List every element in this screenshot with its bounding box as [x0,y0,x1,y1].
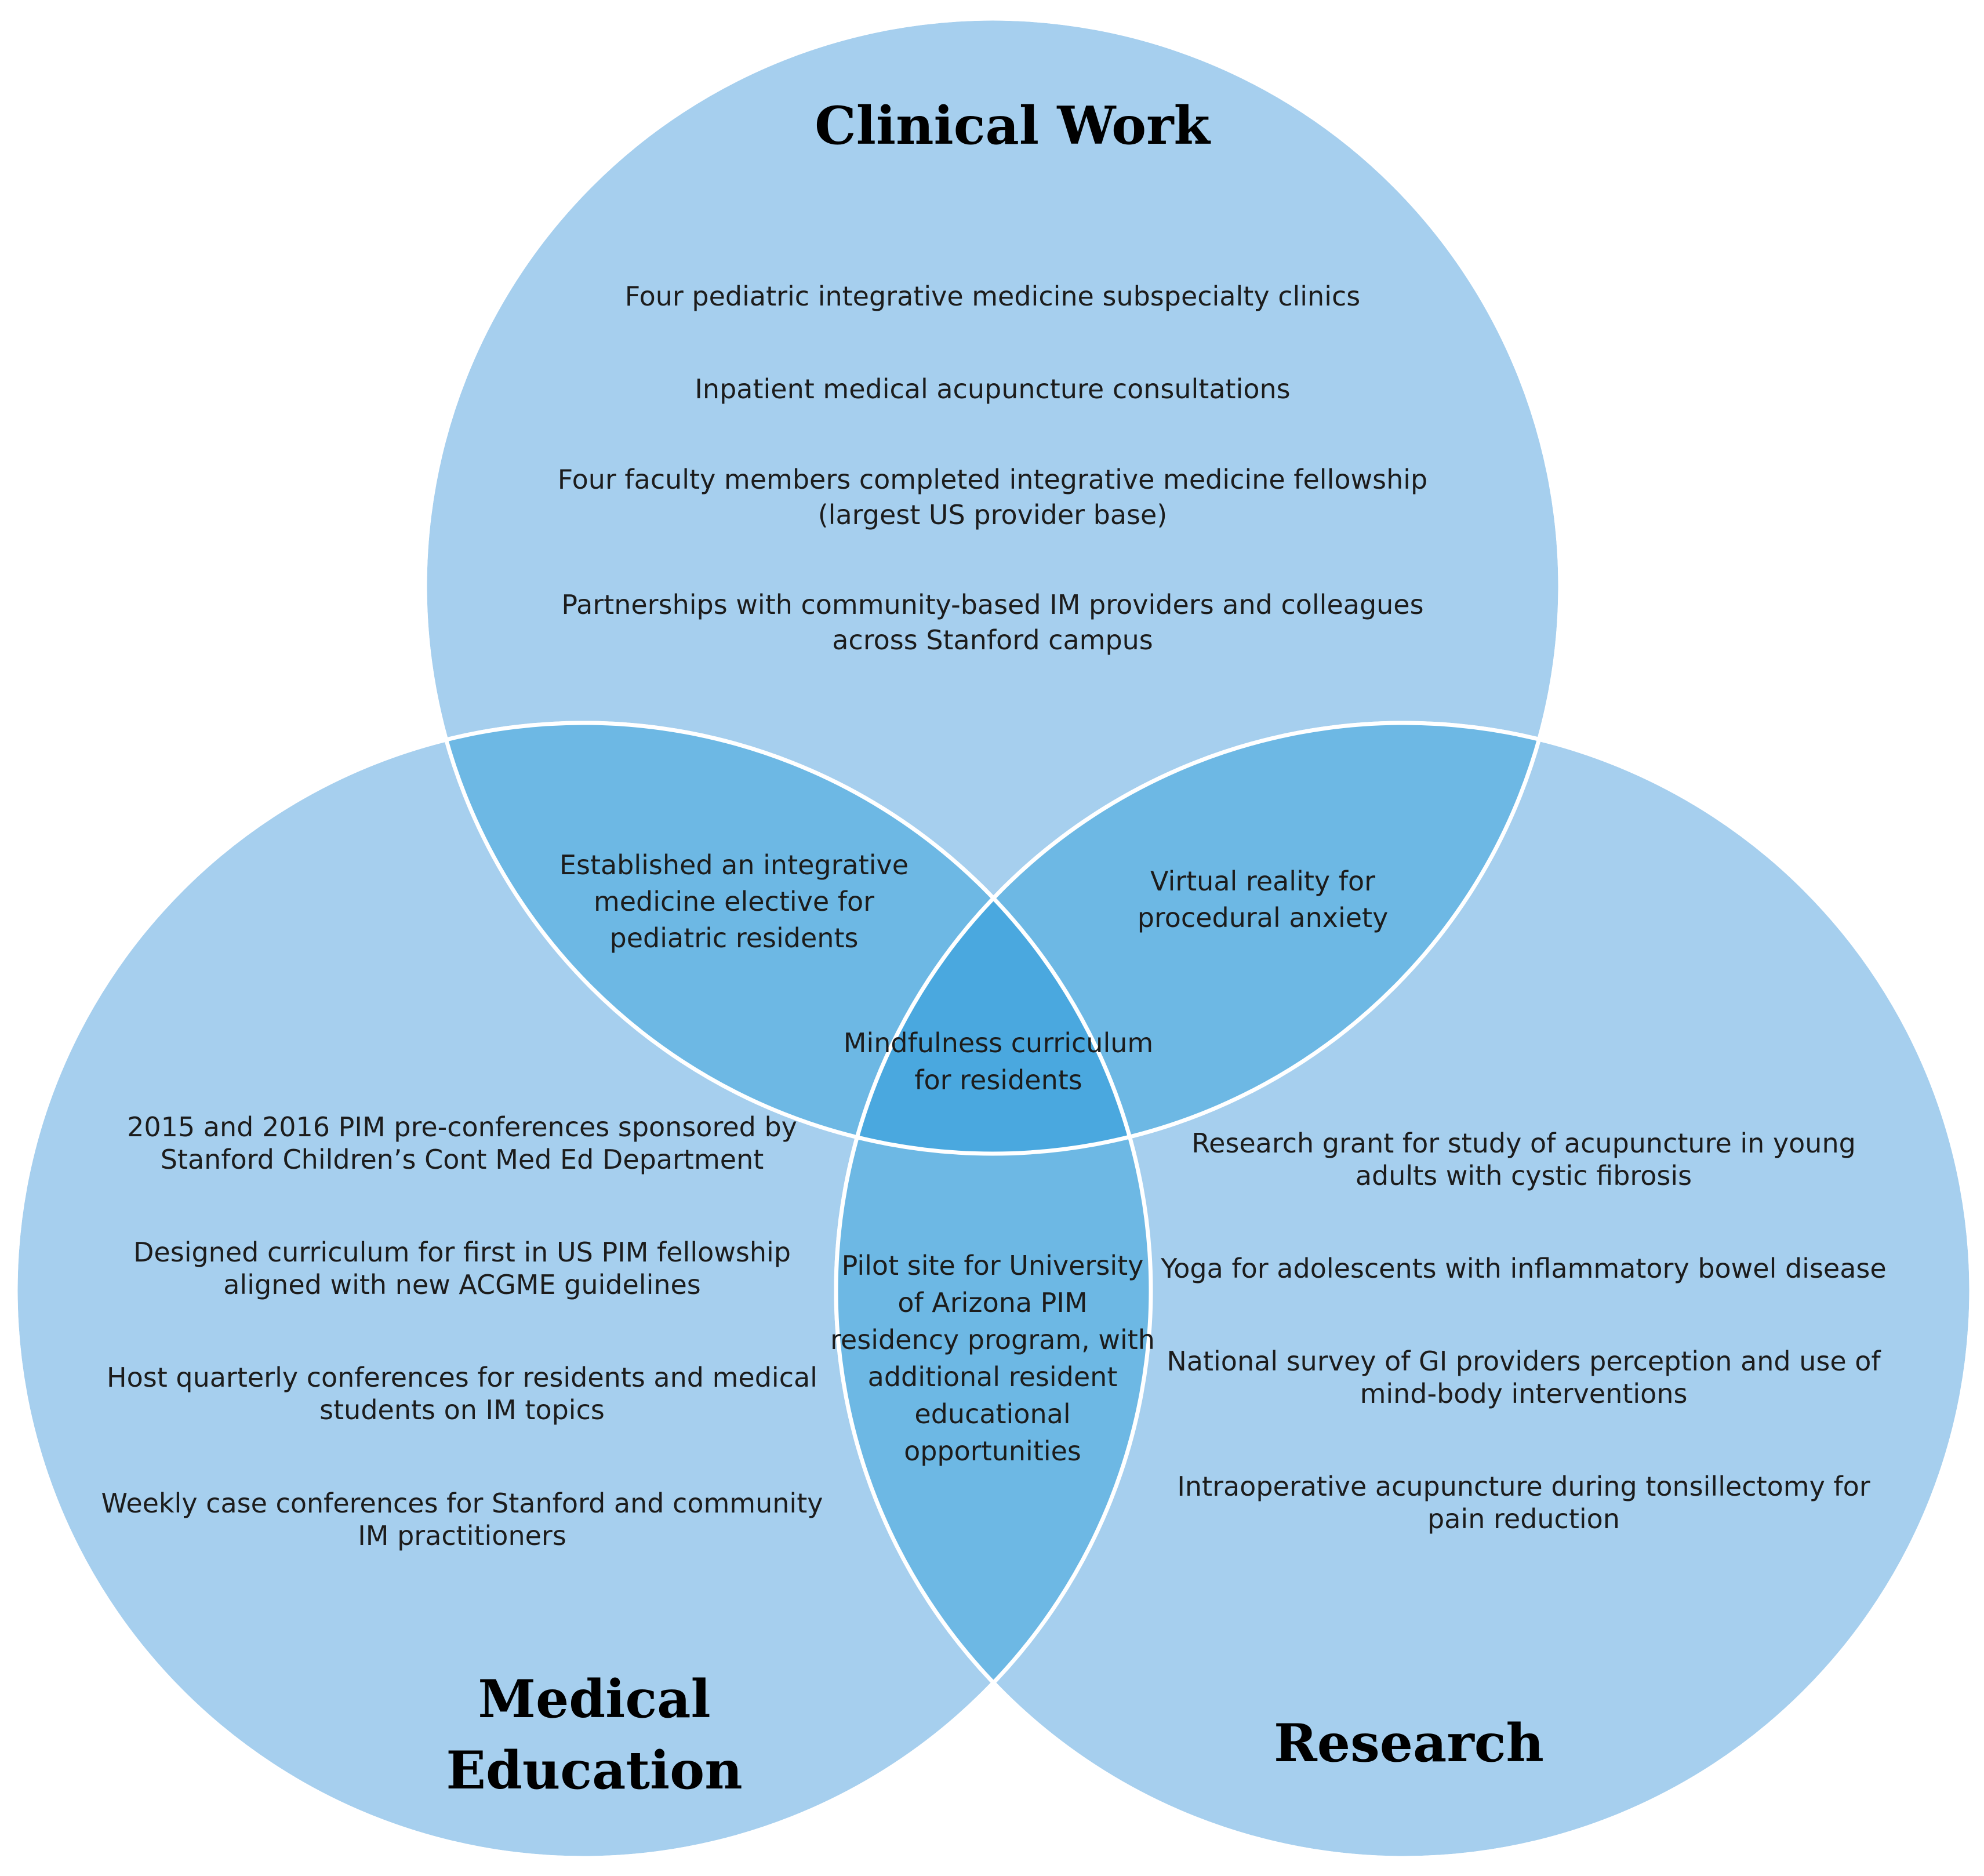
education-item: IM practitioners [358,1520,566,1551]
overlap-line: procedural anxiety [1138,902,1389,933]
education-research-text: Pilot site for University of Arizona PIM… [830,1250,1155,1467]
overlap-line: of Arizona PIM [897,1287,1087,1318]
research-item: Research grant for study of acupuncture … [1191,1128,1856,1159]
all-three-text: Mindfulness curriculum for residents [844,1027,1153,1096]
overlap-line: opportunities [904,1435,1081,1467]
circle-outlines [13,16,1974,1860]
research-item: adults with cystic fibrosis [1356,1160,1692,1191]
clinical-item: (largest US provider base) [818,499,1168,530]
research-title: Research [1274,1713,1544,1774]
research-item: pain reduction [1427,1503,1620,1535]
clinical-item: across Stanford campus [832,624,1153,656]
overlap-line: medicine elective for [594,886,874,917]
clinical-item: Partnerships with community-based IM pro… [561,589,1423,620]
clinical-item: Four pediatric integrative medicine subs… [625,281,1360,312]
clinical-item: Inpatient medical acupuncture consultati… [695,373,1290,405]
overlap-line: educational [914,1398,1070,1430]
research-item: National survey of GI providers percepti… [1167,1346,1881,1377]
research-items: Research grant for study of acupuncture … [1160,1128,1886,1535]
education-item: Designed curriculum for first in US PIM … [133,1237,791,1268]
clinical-work-title: Clinical Work [815,95,1211,157]
overlap-line: residency program, with [830,1324,1155,1355]
education-item: 2015 and 2016 PIM pre-conferences sponso… [127,1111,797,1143]
education-item: Host quarterly conferences for residents… [107,1362,817,1393]
research-item: mind-body interventions [1360,1378,1688,1409]
overlap-line: for residents [914,1064,1082,1096]
research-item: Yoga for adolescents with inflammatory b… [1160,1253,1886,1284]
overlap-line: Mindfulness curriculum [844,1027,1153,1059]
clinical-item: Four faculty members completed integrati… [558,464,1427,495]
education-items: 2015 and 2016 PIM pre-conferences sponso… [101,1111,823,1551]
education-item: aligned with new ACGME guidelines [223,1269,701,1300]
clinical-research-overlap [836,723,1560,1154]
overlap-line: pediatric residents [610,922,859,954]
education-item: Stanford Children’s Cont Med Ed Departme… [161,1144,764,1175]
medical-education-title-line2: Education [446,1740,742,1801]
clinical-items: Four pediatric integrative medicine subs… [558,281,1427,656]
research-item: Intraoperative acupuncture during tonsil… [1177,1471,1870,1502]
education-item: Weekly case conferences for Stanford and… [101,1488,823,1519]
education-item: students on IM topics [319,1394,605,1426]
overlap-line: Virtual reality for [1150,866,1375,897]
medical-education-title-line1: Medical [478,1668,710,1730]
clinical-education-overlap [425,723,1151,1154]
overlap-line: Established an integrative [559,849,909,881]
clinical-research-text: Virtual reality for procedural anxiety [1138,866,1389,933]
clinical-education-text: Established an integrative medicine elec… [559,849,909,954]
overlap-line: Pilot site for University [842,1250,1144,1281]
overlap-line: additional resident [868,1361,1118,1393]
